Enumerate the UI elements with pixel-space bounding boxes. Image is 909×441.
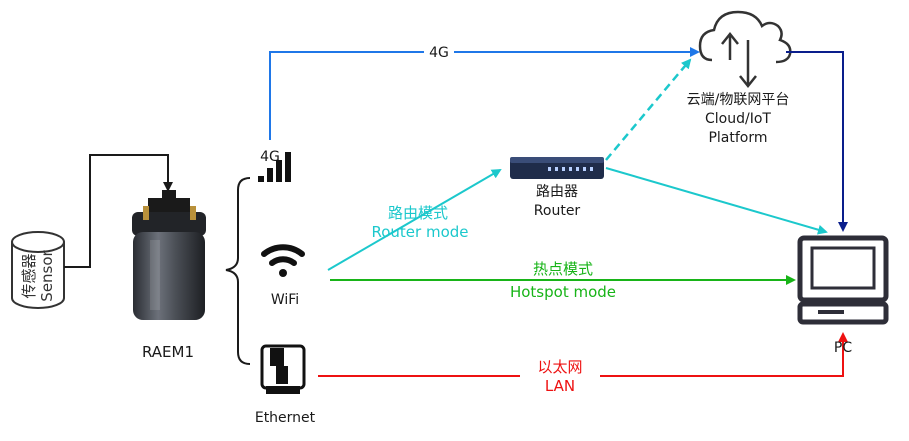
- raem1-device-icon: [132, 190, 206, 320]
- cloud-label-cn: 云端/物联网平台: [687, 92, 790, 108]
- sensor-icon: [11, 231, 65, 309]
- hotspot-label-cn: 热点模式: [533, 260, 593, 278]
- ethernet-label: Ethernet: [255, 410, 316, 426]
- pc-label: PC: [834, 340, 852, 356]
- router-to-pc-line: [605, 167, 828, 235]
- router-label-en: Router: [534, 203, 581, 219]
- signal-bars-icon: [258, 152, 291, 182]
- lan-label-en: LAN: [545, 377, 575, 395]
- wifi-icon: [261, 244, 305, 277]
- router-icon: [510, 157, 604, 179]
- 4g-link-line: [269, 47, 700, 140]
- router-to-cloud-dashed-line: [605, 58, 692, 161]
- cloud-label-en-2: Platform: [708, 130, 767, 146]
- interface-brace: [225, 177, 251, 365]
- sensor-label-cn: 传感器: [20, 253, 38, 298]
- ethernet-plug-icon: [260, 344, 306, 394]
- cloud-upload-download-icon: [698, 10, 792, 89]
- 4g-link-label: 4G: [429, 45, 449, 61]
- wifi-label: WiFi: [271, 292, 299, 308]
- device-label: RAEM1: [142, 343, 194, 361]
- cloud-to-pc-line: [786, 51, 848, 232]
- router-mode-label-cn: 路由模式: [388, 204, 448, 222]
- sensor-to-device-line: [64, 154, 173, 268]
- hotspot-label-en: Hotspot mode: [510, 283, 616, 301]
- lan-label-cn: 以太网: [537, 358, 582, 376]
- sensor-label-en: Sensor: [38, 249, 56, 301]
- lan-line: [318, 332, 848, 377]
- wifi-to-router-line: [327, 168, 502, 271]
- 4g-icon-label: 4G: [260, 149, 280, 165]
- router-label-cn: 路由器: [536, 184, 578, 200]
- computer-icon: [797, 235, 889, 325]
- cloud-label-en-1: Cloud/IoT: [705, 111, 771, 127]
- router-mode-label-en: Router mode: [371, 223, 468, 241]
